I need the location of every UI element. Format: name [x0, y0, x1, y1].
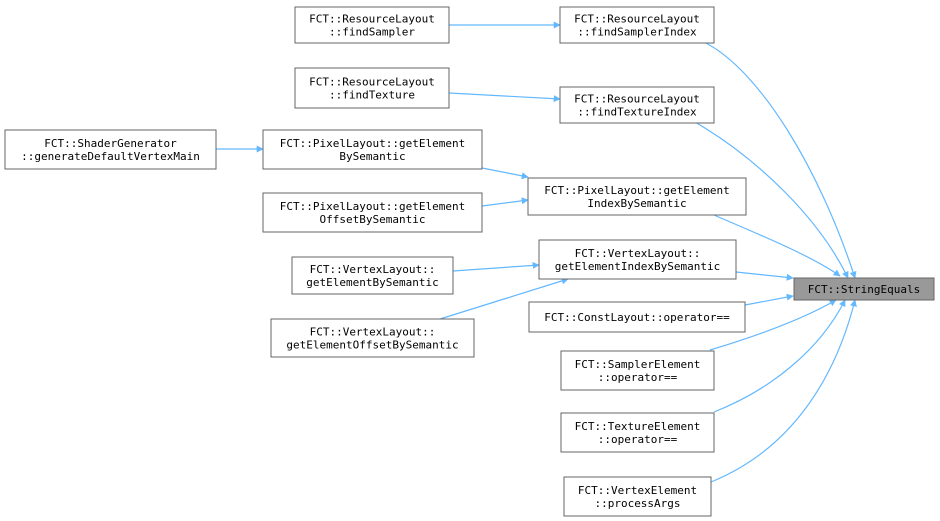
node-label-line: IndexBySemantic	[587, 197, 686, 210]
node-find-texture-index[interactable]: FCT::ResourceLayout::findTextureIndex	[559, 86, 715, 124]
node-vertex-element-process[interactable]: FCT::VertexElement::processArgs	[563, 476, 712, 517]
node-const-layout-operator[interactable]: FCT::ConstLayout::operator==	[528, 301, 746, 333]
node-label-line: ::operator==	[598, 371, 678, 384]
edge-texture-operator-to-string-equals	[713, 299, 846, 413]
node-label-line: FCT::ResourceLayout	[574, 13, 700, 26]
node-box	[262, 192, 483, 233]
node-vertex-get-element-index[interactable]: FCT::VertexLayout::getElementIndexBySema…	[538, 239, 737, 280]
node-box	[294, 67, 450, 109]
node-label-line: ::generateDefaultVertexMain	[21, 150, 200, 163]
node-box	[270, 318, 475, 358]
node-label-line: FCT::ShaderGenerator	[44, 137, 177, 150]
node-label-line: ::findSamplerIndex	[577, 26, 697, 39]
node-string-equals[interactable]: FCT::StringEquals	[793, 277, 935, 301]
node-box	[559, 86, 715, 124]
edge-find-sampler-index-to-string-equals	[703, 41, 857, 279]
edge-vertex-element-to-vertex-index	[452, 261, 540, 272]
edge-pixel-index-to-string-equals	[713, 214, 841, 277]
node-box	[291, 256, 454, 295]
node-label-line: getElementBySemantic	[306, 276, 438, 289]
node-label-line: ::processArgs	[594, 497, 680, 510]
node-label-line: ::findTextureIndex	[577, 106, 697, 119]
edge-pixel-element-to-pixel-index	[481, 167, 529, 180]
node-label-line: FCT::PixelLayout::getElement	[544, 184, 729, 197]
edge-pixel-offset-to-pixel-index	[481, 197, 529, 207]
node-label-line: ::findTexture	[329, 89, 415, 102]
node-label-line: FCT::StringEquals	[808, 283, 921, 296]
node-box	[793, 277, 935, 301]
node-box	[560, 350, 715, 391]
node-label-line: FCT::TextureElement	[575, 420, 701, 433]
edge-find-texture-index-to-string-equals	[694, 121, 849, 279]
node-vertex-get-element[interactable]: FCT::VertexLayout::getElementBySemantic	[291, 256, 454, 295]
node-label-line: FCT::ResourceLayout	[309, 76, 435, 89]
node-label-line: getElementIndexBySemantic	[555, 260, 721, 273]
node-box	[538, 239, 737, 280]
node-label-line: FCT::VertexLayout::	[575, 247, 701, 260]
node-box	[528, 301, 746, 333]
node-label-line: FCT::SamplerElement	[575, 358, 701, 371]
node-box	[559, 6, 715, 44]
node-pixel-get-element[interactable]: FCT::PixelLayout::getElementBySemantic	[262, 129, 483, 170]
node-box	[563, 476, 712, 517]
node-label-line: ::findSampler	[329, 26, 415, 39]
node-pixel-get-element-offset[interactable]: FCT::PixelLayout::getElementOffsetBySema…	[262, 192, 483, 233]
node-box	[560, 412, 715, 453]
node-label-line: BySemantic	[339, 150, 405, 163]
node-label-line: FCT::VertexLayout::	[310, 263, 436, 276]
edge-vertex-process-to-string-equals	[710, 299, 857, 483]
node-vertex-get-element-offset[interactable]: FCT::VertexLayout::getElementOffsetBySem…	[270, 318, 475, 358]
node-find-texture[interactable]: FCT::ResourceLayout::findTexture	[294, 67, 450, 109]
edge-find-texture-to-find-texture-index	[448, 92, 561, 103]
node-label-line: FCT::ResourceLayout	[309, 13, 435, 26]
node-texture-element-operator[interactable]: FCT::TextureElement::operator==	[560, 412, 715, 453]
node-label-line: FCT::PixelLayout::getElement	[280, 137, 465, 150]
edges	[216, 21, 857, 483]
node-label-line: FCT::VertexElement	[578, 484, 697, 497]
node-box	[262, 129, 483, 170]
nodes: FCT::StringEquals FCT::ResourceLayout::fi…	[4, 6, 935, 517]
node-find-sampler[interactable]: FCT::ResourceLayout::findSampler	[294, 6, 450, 44]
node-label-line: ::operator==	[598, 433, 678, 446]
node-label-line: OffsetBySemantic	[320, 213, 426, 226]
node-pixel-get-element-index[interactable]: FCT::PixelLayout::getElementIndexBySeman…	[527, 177, 747, 216]
node-label-line: FCT::ConstLayout::operator==	[544, 311, 730, 324]
edge-const-operator-to-string-equals	[744, 293, 794, 306]
node-find-sampler-index[interactable]: FCT::ResourceLayout::findSamplerIndex	[559, 6, 715, 44]
node-label-line: FCT::ResourceLayout	[574, 93, 700, 106]
node-box	[294, 6, 450, 44]
edge-vertex-offset-to-vertex-index	[439, 277, 569, 320]
edge-sampler-operator-to-string-equals	[709, 299, 837, 351]
node-sampler-element-operator[interactable]: FCT::SamplerElement::operator==	[560, 350, 715, 391]
node-box	[4, 129, 217, 170]
node-shader-generate-default[interactable]: FCT::ShaderGenerator::generateDefaultVer…	[4, 129, 217, 170]
node-label-line: FCT::PixelLayout::getElement	[280, 200, 465, 213]
node-label-line: getElementOffsetBySemantic	[286, 339, 458, 352]
node-box	[527, 177, 747, 216]
edge-vertex-index-to-string-equals	[735, 271, 794, 281]
node-label-line: FCT::VertexLayout::	[310, 326, 436, 339]
